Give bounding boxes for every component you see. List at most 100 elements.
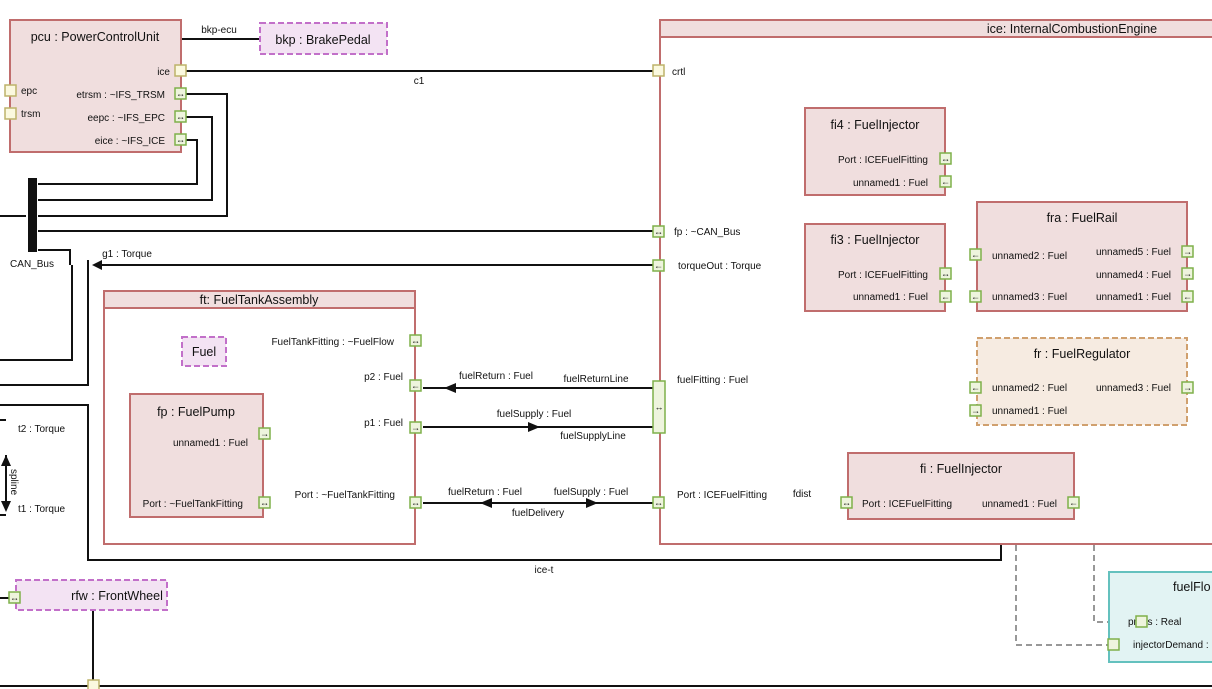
port-label-ff-press: press : Real xyxy=(1128,617,1181,628)
connector-binding-injector[interactable] xyxy=(1015,515,1108,646)
connector-torque-down[interactable] xyxy=(0,249,73,361)
block-fuel-title: Fuel xyxy=(192,345,216,359)
port-label-ice-fp: fp : ~CAN_Bus xyxy=(674,227,740,238)
port-label-fi4-un1: unnamed1 : Fuel xyxy=(853,178,928,189)
bidirectional-arrow-icon: ↔ xyxy=(411,336,420,346)
port-label-t2: t2 : Torque xyxy=(18,424,66,435)
block-fuelflow[interactable]: fuelFlo press : Real injectorDemand : xyxy=(1108,571,1212,663)
port-label-epc: epc xyxy=(21,86,37,97)
bidirectional-arrow-icon: ↔ xyxy=(10,593,19,603)
block-fp[interactable]: fp : FuelPump unnamed1 : Fuel Port : ~Fu… xyxy=(129,393,264,518)
in-arrow-icon: ← xyxy=(941,177,950,187)
port-label-fra-un4: unnamed4 : Fuel xyxy=(1096,270,1171,281)
port-label-fi3-un1: unnamed1 : Fuel xyxy=(853,292,928,303)
block-pcu[interactable]: pcu : PowerControlUnit ice etrsm : ~IFS_… xyxy=(9,19,182,153)
block-bkp[interactable]: bkp : BrakePedal xyxy=(259,22,388,55)
port-pcu-ice[interactable] xyxy=(174,64,187,77)
connector-eice-canbus[interactable] xyxy=(38,139,198,185)
port-pcu-eepc[interactable]: ↔ xyxy=(174,110,187,123)
block-fi-title: fi : FuelInjector xyxy=(920,462,1002,476)
port-ft-port[interactable]: ↔ xyxy=(409,496,422,509)
port-label-fp-un1: unnamed1 : Fuel xyxy=(173,438,248,449)
label-fuelreturnline: fuelReturnLine xyxy=(563,374,628,385)
port-ice-crtl[interactable] xyxy=(652,64,665,77)
port-label-ft-p2: p2 : Fuel xyxy=(364,372,403,383)
port-ft-p1[interactable]: → xyxy=(409,421,422,434)
port-label-etrsm: etrsm : ~IFS_TRSM xyxy=(76,90,165,101)
port-fra-un3[interactable]: ← xyxy=(969,290,982,303)
port-fr-un1[interactable]: → xyxy=(969,404,982,417)
bidirectional-arrow-icon: ↔ xyxy=(654,227,663,237)
port-ice-torqueout[interactable]: ← xyxy=(652,259,665,272)
port-pcu-etrsm[interactable]: ↔ xyxy=(174,87,187,100)
port-label-fr-un1: unnamed1 : Fuel xyxy=(992,406,1067,417)
port-bottom[interactable] xyxy=(87,679,100,689)
in-arrow-icon: ← xyxy=(971,292,980,302)
port-label-fi4-port: Port : ICEFuelFitting xyxy=(838,155,928,166)
block-fi4[interactable]: fi4 : FuelInjector Port : ICEFuelFitting… xyxy=(804,107,946,196)
block-fi[interactable]: fi : FuelInjector Port : ICEFuelFitting … xyxy=(847,452,1075,520)
port-ff-injector[interactable] xyxy=(1107,638,1120,651)
in-arrow-icon: ← xyxy=(1069,498,1078,508)
port-fp-port[interactable]: ↔ xyxy=(258,496,271,509)
port-label-fi-port: Port : ICEFuelFitting xyxy=(862,499,952,510)
bidirectional-arrow-icon: ↔ xyxy=(260,498,269,508)
bidirectional-arrow-icon: ↔ xyxy=(411,498,420,508)
block-rfw[interactable]: rfw : FrontWheel xyxy=(15,579,168,611)
port-pcu-eice[interactable]: ↔ xyxy=(174,133,187,146)
bidirectional-arrow-icon: ↔ xyxy=(941,154,950,164)
block-fra[interactable]: fra : FuelRail unnamed2 : Fuel unnamed3 … xyxy=(976,201,1188,312)
port-rfw[interactable]: ↔ xyxy=(8,591,21,604)
port-ff-press[interactable] xyxy=(1135,615,1148,628)
port-fp-un1[interactable]: → xyxy=(258,427,271,440)
port-trsm[interactable] xyxy=(4,107,17,120)
block-fr[interactable]: fr : FuelRegulator unnamed2 : Fuel unnam… xyxy=(976,337,1188,426)
out-arrow-icon: → xyxy=(1183,247,1192,257)
bidirectional-arrow-icon: ↔ xyxy=(176,112,185,122)
connector-etrsm-canbus[interactable] xyxy=(38,93,228,217)
arrow-right-icon xyxy=(586,498,598,508)
port-fr-un2[interactable]: ← xyxy=(969,381,982,394)
port-ft-tankfitting[interactable]: ↔ xyxy=(409,334,422,347)
port-fra-un2[interactable]: ← xyxy=(969,248,982,261)
out-arrow-icon: → xyxy=(971,406,980,416)
port-fi-un1[interactable]: ← xyxy=(1067,496,1080,509)
connector-eepc-canbus[interactable] xyxy=(38,116,213,201)
port-fra-un1[interactable]: ← xyxy=(1181,290,1194,303)
port-ice-fp[interactable]: ↔ xyxy=(652,225,665,238)
label-can-bus: CAN_Bus xyxy=(10,259,54,270)
out-arrow-icon: → xyxy=(411,423,420,433)
port-fr-un3[interactable]: → xyxy=(1181,381,1194,394)
port-fi-port[interactable]: ↔ xyxy=(840,496,853,509)
block-fi3[interactable]: fi3 : FuelInjector Port : ICEFuelFitting… xyxy=(804,223,946,312)
port-label-fra-un1: unnamed1 : Fuel xyxy=(1096,292,1171,303)
label-g1: g1 : Torque xyxy=(102,249,152,260)
port-fra-un5[interactable]: → xyxy=(1181,245,1194,258)
out-arrow-icon: → xyxy=(1183,269,1192,279)
port-label-ff-injector: injectorDemand : xyxy=(1133,640,1209,651)
block-fi3-title: fi3 : FuelInjector xyxy=(831,233,920,247)
block-fuel[interactable]: Fuel xyxy=(181,336,227,367)
block-ft-title: ft: FuelTankAssembly xyxy=(200,293,320,307)
connector-ice-t[interactable] xyxy=(0,404,1002,561)
port-ice-port[interactable]: ↔ xyxy=(652,496,665,509)
port-label-crtl: crtl xyxy=(672,67,685,78)
bidirectional-arrow-icon: ↔ xyxy=(655,402,664,412)
port-ft-p2[interactable]: ← xyxy=(409,379,422,392)
port-fi3-un1[interactable]: ← xyxy=(939,290,952,303)
bidirectional-arrow-icon: ↔ xyxy=(842,498,851,508)
block-rfw-title: rfw : FrontWheel xyxy=(71,589,163,603)
label-fuelreturn-2: fuelReturn : Fuel xyxy=(448,487,522,498)
port-fi4-un1[interactable]: ← xyxy=(939,175,952,188)
can-bus-bar[interactable] xyxy=(28,178,37,252)
port-fra-un4[interactable]: → xyxy=(1181,267,1194,280)
connector-left-loop[interactable] xyxy=(0,260,89,386)
port-epc[interactable] xyxy=(4,84,17,97)
port-fi4-port[interactable]: ↔ xyxy=(939,152,952,165)
port-label-fra-un5: unnamed5 : Fuel xyxy=(1096,247,1171,258)
port-ice-fuelfitting[interactable]: ↔ xyxy=(652,380,666,434)
label-fuelsupplyline: fuelSupplyLine xyxy=(560,431,626,442)
arrow-down-icon xyxy=(1,501,11,512)
port-fi3-port[interactable]: ↔ xyxy=(939,267,952,280)
